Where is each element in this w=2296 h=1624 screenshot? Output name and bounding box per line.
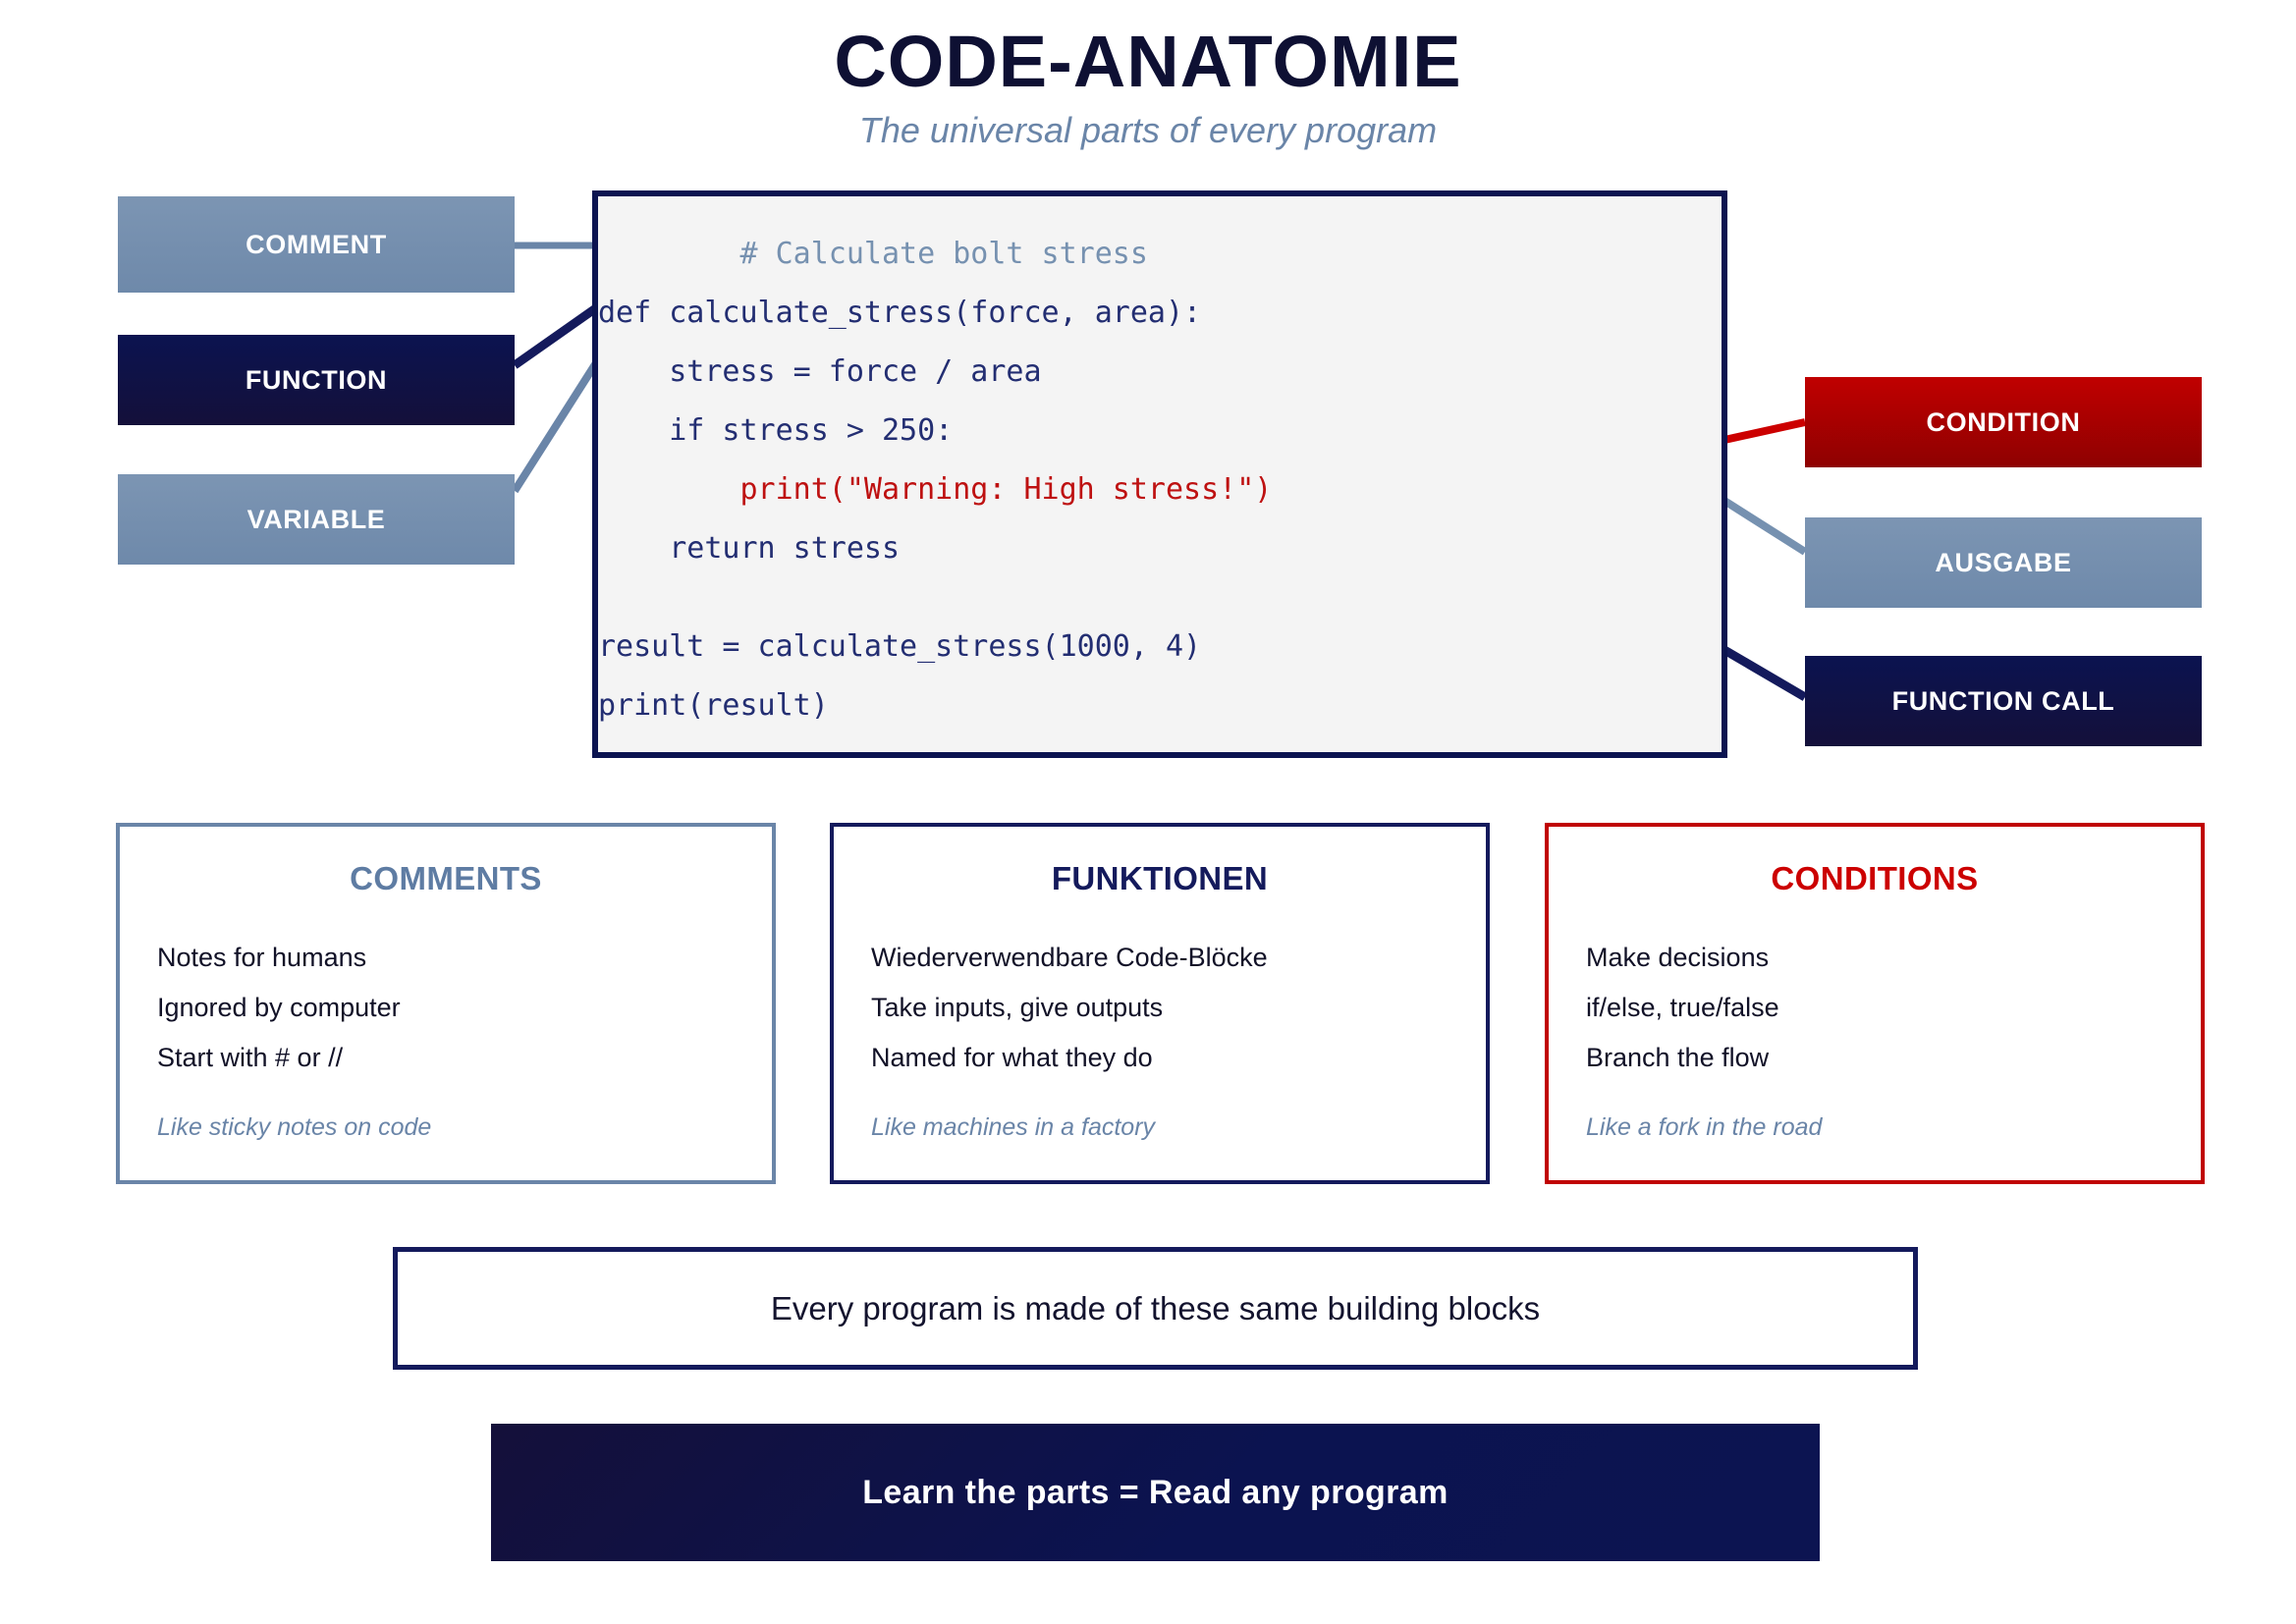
code-line-5: return stress: [598, 531, 901, 566]
code-line-4: print("Warning: High stress!"): [598, 472, 1273, 507]
card-title-conditions: CONDITIONS: [1771, 860, 1979, 896]
concept-card-comments: COMMENTS Notes for humans Ignored by com…: [116, 823, 776, 1184]
cta-banner-text: Learn the parts = Read any program: [862, 1473, 1449, 1511]
card-bullet: Notes for humans: [157, 943, 367, 972]
card-tagline-comments: Like sticky notes on code: [157, 1113, 432, 1141]
connector-ausgabe: [1722, 497, 1808, 556]
card-bullet: Branch the flow: [1586, 1043, 1770, 1072]
label-chip-condition-text: CONDITION: [1926, 406, 2081, 437]
label-chip-comment-text: COMMENT: [246, 229, 387, 259]
card-bullet: if/else, true/false: [1586, 993, 1779, 1022]
page-subtitle: The universal parts of every program: [858, 110, 1438, 150]
page-title: CODE-ANATOMIE: [834, 21, 1462, 102]
connector-variable: [511, 358, 601, 494]
label-chip-condition[interactable]: CONDITION: [1805, 377, 2202, 467]
connector-function: [512, 303, 600, 369]
connector-function-call: [1722, 646, 1808, 701]
code-panel: # Calculate bolt stress def calculate_st…: [592, 190, 1727, 758]
connector-condition: [1723, 418, 1806, 444]
card-tagline-conditions: Like a fork in the road: [1586, 1113, 1823, 1141]
summary-banner: Every program is made of these same buil…: [393, 1247, 1918, 1370]
card-title-comments: COMMENTS: [350, 860, 542, 896]
card-bullet: Start with # or //: [157, 1043, 344, 1072]
card-tagline-funktionen: Like machines in a factory: [871, 1113, 1156, 1141]
code-line-7: result = calculate_stress(1000, 4): [598, 629, 1202, 664]
card-bullet: Wiederverwendbare Code-Blöcke: [871, 943, 1268, 972]
summary-banner-text: Every program is made of these same buil…: [770, 1289, 1541, 1326]
code-line-3: if stress > 250:: [598, 413, 954, 448]
code-line-0: # Calculate bolt stress: [598, 237, 1148, 271]
code-line-2: stress = force / area: [598, 354, 1042, 389]
label-chip-comment[interactable]: COMMENT: [118, 196, 515, 293]
label-chip-function[interactable]: FUNCTION: [118, 335, 515, 425]
cta-banner: Learn the parts = Read any program: [491, 1424, 1820, 1561]
code-line-1: def calculate_stress(force, area):: [598, 296, 1202, 330]
label-chip-function-call-text: FUNCTION CALL: [1891, 685, 2115, 716]
card-bullet: Named for what they do: [871, 1043, 1153, 1072]
card-title-funktionen: FUNKTIONEN: [1051, 860, 1269, 896]
card-bullet: Make decisions: [1586, 943, 1770, 972]
concept-card-funktionen: FUNKTIONEN Wiederverwendbare Code-Blöcke…: [830, 823, 1490, 1184]
label-chip-variable[interactable]: VARIABLE: [118, 474, 515, 565]
code-line-8: print(result): [598, 688, 829, 723]
label-chip-variable-text: VARIABLE: [246, 504, 386, 534]
label-chip-ausgabe-text: AUSGABE: [1935, 547, 2072, 577]
concept-card-conditions: CONDITIONS Make decisions if/else, true/…: [1545, 823, 2205, 1184]
card-bullet: Take inputs, give outputs: [871, 993, 1164, 1022]
card-bullet: Ignored by computer: [157, 993, 401, 1022]
label-chip-function-text: FUNCTION: [245, 364, 388, 395]
label-chip-function-call[interactable]: FUNCTION CALL: [1805, 656, 2202, 746]
label-chip-ausgabe[interactable]: AUSGABE: [1805, 517, 2202, 608]
